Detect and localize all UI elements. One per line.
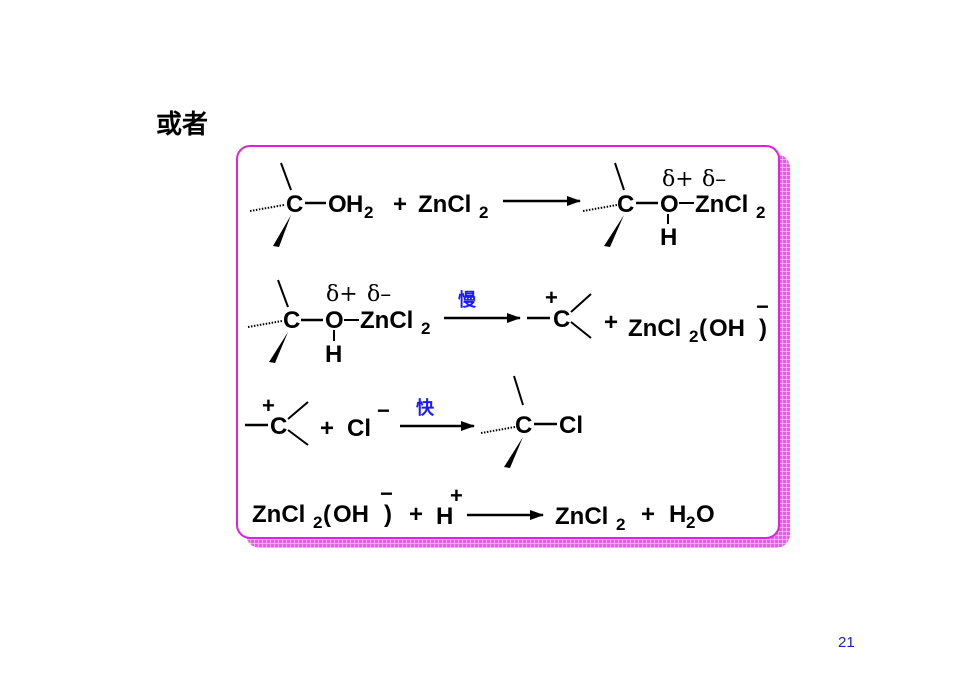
atom-carbon: C (617, 191, 634, 218)
atom-oxygen: O (328, 191, 347, 218)
close-paren: ) (384, 501, 392, 528)
reaction-4: ZnCl 2 ( OH ) − + H + ZnCl 2 + H 2 O (252, 481, 715, 534)
negative-charge: − (380, 481, 393, 506)
atom-oxygen: O (696, 501, 715, 528)
negative-charge: − (756, 294, 769, 319)
positive-charge: + (450, 483, 463, 508)
atom-hydrogen: H (346, 191, 363, 218)
zinc-chloride-formula: ZnCl (695, 191, 748, 218)
partial-positive-charge: δ+ (662, 167, 694, 192)
open-paren: ( (323, 501, 331, 528)
atom-oxygen: O (325, 307, 344, 334)
zinc-chloride-formula: ZnCl (555, 503, 608, 530)
product-1-oxonium-complex: C O ZnCl 2 H δ+ δ– (582, 162, 765, 251)
subscript: 2 (686, 513, 695, 532)
plus-sign: + (604, 309, 618, 336)
reactant-2-oxonium-complex: C O ZnCl 2 H δ+ δ– (247, 279, 430, 368)
plus-sign: + (641, 501, 655, 528)
zinc-hydroxide-complex: ZnCl 2 ( OH ) − (628, 294, 769, 346)
atom-oxygen: O (660, 191, 679, 218)
carbocation: C + (527, 285, 592, 339)
subscript: 2 (421, 319, 430, 338)
atom-carbon: C (270, 413, 287, 440)
close-paren: ) (759, 315, 767, 342)
page-number: 21 (838, 634, 855, 651)
open-paren: ( (699, 315, 707, 342)
hydroxy-group: OH (709, 315, 745, 342)
subscript: 2 (756, 203, 765, 222)
positive-charge: + (262, 393, 275, 418)
reaction-2: C O ZnCl 2 H δ+ δ– 慢 C + + ZnCl 2 ( OH ) (247, 279, 769, 368)
carbocation: C + (245, 393, 309, 446)
plus-sign: + (409, 501, 423, 528)
subscript: 2 (479, 203, 488, 222)
atom-hydrogen: H (325, 341, 342, 368)
slow-step-label: 慢 (458, 289, 477, 311)
atom-carbon: C (553, 306, 570, 333)
page-heading: 或者 (156, 110, 209, 140)
partial-negative-charge: δ– (367, 282, 391, 307)
partial-negative-charge: δ– (702, 167, 726, 192)
positive-charge: + (545, 285, 558, 310)
zinc-chloride-formula: ZnCl (360, 307, 413, 334)
subscript: 2 (616, 515, 625, 534)
partial-positive-charge: δ+ (326, 282, 358, 307)
chloride-ion: Cl (347, 415, 371, 442)
plus-sign: + (393, 191, 407, 218)
water-formula: H (669, 501, 686, 528)
proton: H (436, 503, 453, 530)
negative-charge: − (377, 398, 390, 423)
subscript: 2 (364, 203, 373, 222)
zinc-chloride-formula: ZnCl (252, 501, 305, 528)
reactant-1-carbon-center: C O H 2 (249, 162, 373, 247)
hydroxy-group: OH (333, 501, 369, 528)
reaction-1: C O H 2 + ZnCl 2 C O ZnCl 2 H δ+ δ– (249, 162, 765, 251)
plus-sign: + (320, 415, 334, 442)
zinc-chloride-formula: ZnCl (418, 191, 471, 218)
alkyl-chloride-product: C Cl (480, 375, 583, 468)
atom-carbon: C (515, 412, 532, 439)
atom-hydrogen: H (660, 224, 677, 251)
atom-carbon: C (286, 191, 303, 218)
atom-carbon: C (283, 307, 300, 334)
reaction-3: C + + Cl − 快 C Cl (245, 375, 583, 468)
fast-step-label: 快 (416, 397, 435, 419)
reaction-panel (236, 145, 780, 539)
subscript: 2 (313, 513, 322, 532)
subscript: 2 (689, 327, 698, 346)
atom-chlorine: Cl (559, 412, 583, 439)
zinc-chloride-formula: ZnCl (628, 315, 681, 342)
